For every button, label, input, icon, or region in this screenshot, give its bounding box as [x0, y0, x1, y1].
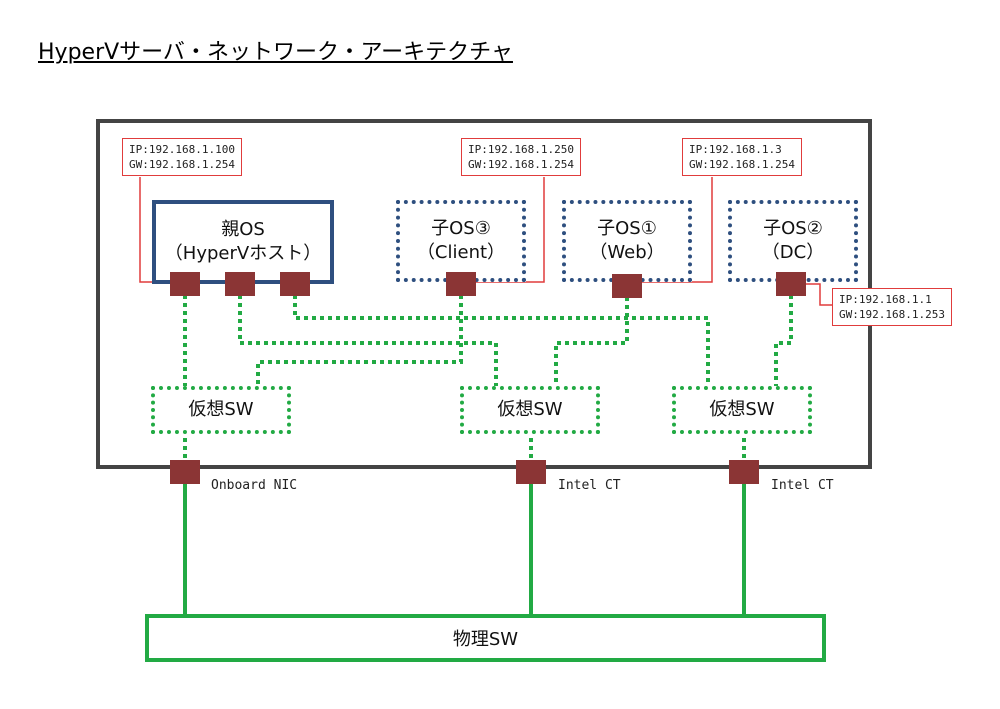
ip-box-dc: IP:192.168.1.1 GW:192.168.1.253: [832, 288, 952, 326]
nic-label-onboard: Onboard NIC: [211, 478, 298, 493]
guest-os-client-subtitle: （Client）: [416, 242, 506, 263]
guest-os-web-box: 子OS① （Web）: [562, 200, 692, 282]
ip-client: IP:192.168.1.250: [468, 143, 574, 156]
ip-host: IP:192.168.1.100: [129, 143, 235, 156]
host-os-name: 親OS: [221, 219, 265, 240]
client-port: [446, 272, 476, 296]
physical-switch-label: 物理SW: [452, 629, 519, 650]
gw-host: GW:192.168.1.254: [129, 158, 235, 171]
link-host-p3-vsw3: [293, 295, 710, 386]
virtual-switch-2-label: 仮想SW: [497, 399, 563, 420]
virtual-switch-3-label: 仮想SW: [709, 399, 775, 420]
nic-label-intel-2: Intel CT: [771, 478, 834, 493]
dc-port: [776, 272, 806, 296]
gw-web: GW:192.168.1.254: [689, 158, 795, 171]
guest-os-dc-name: 子OS②: [763, 218, 823, 239]
virtual-switch-3: 仮想SW: [672, 386, 812, 434]
ip-web: IP:192.168.1.3: [689, 143, 782, 156]
page-title: HyperVサーバ・ネットワーク・アーキテクチャ: [38, 40, 513, 65]
link-client-vsw1: [256, 295, 463, 386]
leader-web: [642, 177, 713, 283]
ip-box-web: IP:192.168.1.3 GW:192.168.1.254: [682, 138, 802, 176]
ip-dc: IP:192.168.1.1: [839, 293, 932, 306]
link-host-p2-vsw2: [238, 295, 498, 386]
virtual-switch-1-label: 仮想SW: [188, 399, 254, 420]
host-port-3: [280, 272, 310, 296]
web-port: [612, 274, 642, 298]
guest-os-client-name: 子OS③: [431, 218, 491, 239]
ip-box-client: IP:192.168.1.250 GW:192.168.1.254: [461, 138, 581, 176]
physical-links: [183, 484, 746, 616]
nic-label-intel-1: Intel CT: [558, 478, 621, 493]
leader-client: [476, 177, 545, 283]
virtual-switch-2: 仮想SW: [460, 386, 600, 434]
link-dc-vsw3: [774, 295, 793, 386]
ip-box-host: IP:192.168.1.100 GW:192.168.1.254: [122, 138, 242, 176]
leader-dc: [806, 283, 832, 306]
nic-port-intel-2: [729, 460, 759, 484]
virtual-switch-1: 仮想SW: [151, 386, 291, 434]
host-os-subtitle: （HyperVホスト）: [164, 243, 322, 264]
nic-port-onboard: [170, 460, 200, 484]
guest-os-web-name: 子OS①: [597, 218, 657, 239]
host-port-1: [170, 272, 200, 296]
guest-os-dc-box: 子OS② （DC）: [728, 200, 858, 282]
link-web-vsw2: [554, 297, 629, 386]
host-port-2: [225, 272, 255, 296]
guest-os-client-box: 子OS③ （Client）: [396, 200, 526, 282]
guest-os-dc-subtitle: （DC）: [761, 242, 825, 263]
nic-port-intel-1: [516, 460, 546, 484]
virtual-links: [183, 295, 793, 460]
guest-os-web-subtitle: （Web）: [589, 242, 665, 263]
physical-switch: 物理SW: [145, 614, 826, 662]
gw-client: GW:192.168.1.254: [468, 158, 574, 171]
gw-dc: GW:192.168.1.253: [839, 308, 945, 321]
